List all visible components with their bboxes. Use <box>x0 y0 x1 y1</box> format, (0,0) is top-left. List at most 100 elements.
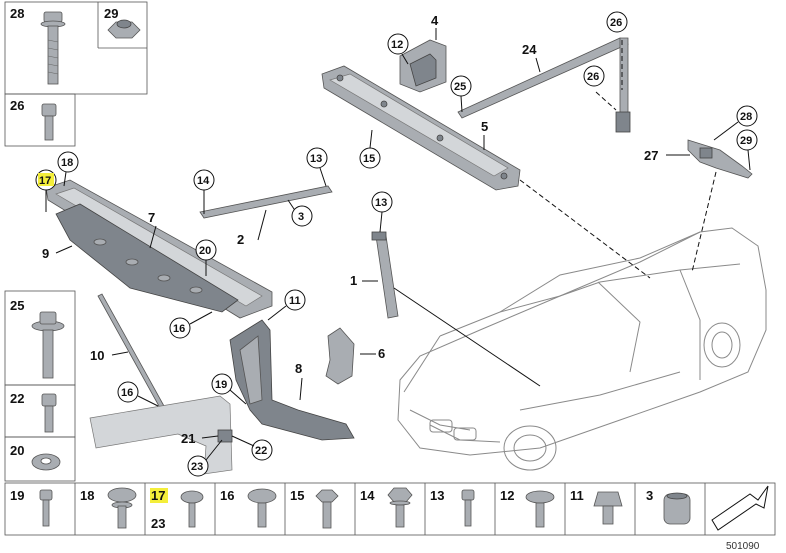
fastener-label: 3 <box>646 488 653 503</box>
fastener-label: 29 <box>104 6 118 21</box>
hex-nut-icon <box>107 19 141 39</box>
socket-screw-icon <box>461 489 475 527</box>
callout-13: 13 <box>375 197 387 209</box>
long-bolt-icon <box>40 11 66 85</box>
fastener-label: 26 <box>10 98 24 113</box>
part-9-underpanel <box>55 203 239 313</box>
callout-19: 19 <box>215 379 227 391</box>
bottom-fastener-strip: 19 18 17 23 16 15 14 13 12 11 3 <box>4 482 776 536</box>
fastener-label: 17 <box>151 488 165 503</box>
fastener-label: 16 <box>220 488 234 503</box>
hex-bolt-icon <box>387 487 413 528</box>
socket-screw-icon <box>39 489 53 527</box>
fastener-label: 19 <box>10 488 24 503</box>
pan-head-screw-icon <box>107 487 137 529</box>
fastener-label: 14 <box>360 488 375 503</box>
washer-icon <box>31 453 61 471</box>
part-5-crossmember <box>321 65 521 191</box>
cell-26 <box>4 93 76 147</box>
part-7-panel <box>45 179 273 319</box>
fastener-label: 12 <box>500 488 514 503</box>
callout-26: 26 <box>587 71 599 83</box>
callout-26: 26 <box>610 17 622 29</box>
part-27-bracket <box>687 139 753 179</box>
callout-circle <box>736 129 758 151</box>
part-21-clip <box>217 429 233 443</box>
callout-circle <box>387 33 409 55</box>
fastener-label: 25 <box>10 298 24 313</box>
cell-20 <box>4 436 76 482</box>
callout-18: 18 <box>61 157 73 169</box>
part-1-strut <box>371 231 399 319</box>
callout-23: 23 <box>191 461 203 473</box>
callout-13: 13 <box>310 153 322 165</box>
fastener-label: 20 <box>10 443 24 458</box>
pan-head-screw-icon <box>525 490 555 528</box>
callout-circle <box>291 205 313 227</box>
callout-circle <box>187 455 209 477</box>
fastener-label: 18 <box>80 488 94 503</box>
fastener-label: 11 <box>570 488 584 503</box>
pan-head-screw-icon <box>247 488 277 528</box>
highlight-marker <box>150 488 168 503</box>
fastener-label: 13 <box>430 488 444 503</box>
car-outline <box>397 227 767 471</box>
callout-16: 16 <box>121 387 133 399</box>
callout-20: 20 <box>199 245 211 257</box>
callout-25: 25 <box>454 81 466 93</box>
callout-9: 9 <box>42 246 49 261</box>
highlight-marker <box>38 173 54 186</box>
callout-circle <box>306 147 328 169</box>
fastener-label: 22 <box>10 391 24 406</box>
socket-screw-icon <box>41 393 57 433</box>
arrow-symbol-icon <box>711 485 769 531</box>
callout-3: 3 <box>298 211 304 223</box>
sidebar-fastener-table: 28 29 26 25 22 20 <box>4 1 148 482</box>
part-24-rod <box>457 37 631 133</box>
part-8-bracket <box>229 319 355 441</box>
callout-11: 11 <box>289 295 301 307</box>
callout-1: 1 <box>350 273 357 288</box>
fastener-label: 28 <box>10 6 24 21</box>
front-carrier <box>89 395 233 475</box>
callout-24: 24 <box>522 42 537 57</box>
callout-4: 4 <box>431 13 439 28</box>
callout-29: 29 <box>740 135 752 147</box>
expanding-clip-icon <box>593 491 623 525</box>
part-6-bracket <box>325 327 355 385</box>
callout-circle <box>117 381 139 403</box>
pan-head-screw-icon <box>180 490 204 528</box>
callout-circle <box>57 151 79 173</box>
callout-2: 2 <box>237 232 244 247</box>
callout-15: 15 <box>363 153 375 165</box>
part-4-bracket <box>399 39 447 93</box>
part-2-brace <box>199 185 333 219</box>
callout-8: 8 <box>295 361 302 376</box>
flange-bolt-icon <box>31 311 65 379</box>
callout-7: 7 <box>148 210 155 225</box>
callout-circle <box>251 439 273 461</box>
callout-14: 14 <box>197 175 210 187</box>
callout-17: 17 <box>39 175 51 187</box>
callout-21: 21 <box>181 431 195 446</box>
callout-circle <box>169 317 191 339</box>
callout-16: 16 <box>173 323 185 335</box>
callout-circle <box>606 11 628 33</box>
callout-5: 5 <box>481 119 488 134</box>
callout-circle <box>583 65 605 87</box>
fastener-label: 15 <box>290 488 304 503</box>
callout-12: 12 <box>391 39 403 51</box>
document-number: 501090 <box>726 541 760 552</box>
callout-28: 28 <box>740 111 752 123</box>
callout-6: 6 <box>378 346 385 361</box>
sleeve-icon <box>663 492 691 525</box>
callout-circle <box>284 289 306 311</box>
callout-22: 22 <box>255 445 267 457</box>
fastener-label-secondary: 23 <box>151 516 165 531</box>
callout-circle <box>211 373 233 395</box>
socket-screw-icon <box>41 103 57 141</box>
hex-bolt-icon <box>315 489 339 529</box>
callout-27: 27 <box>644 148 658 163</box>
callout-10: 10 <box>90 348 104 363</box>
